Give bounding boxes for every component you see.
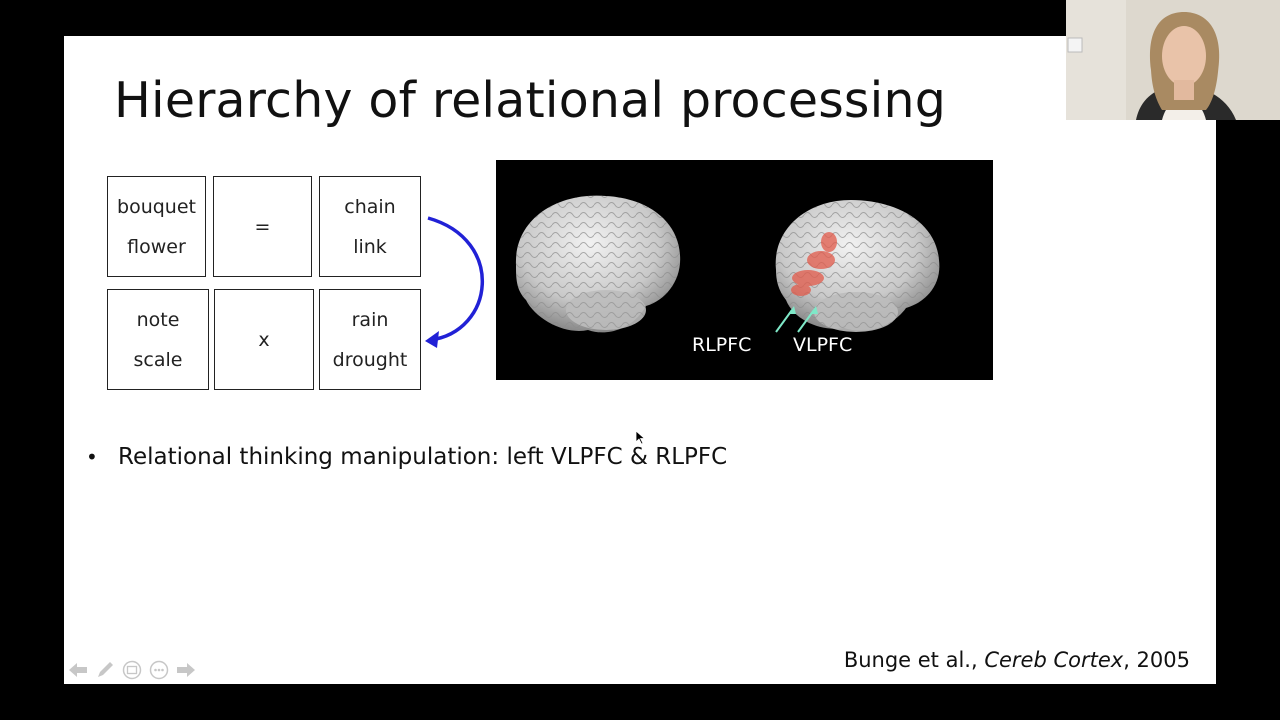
citation-authors: Bunge et al., — [843, 648, 985, 672]
word-box-bottom-middle: x — [214, 289, 314, 390]
bullet-text: Relational thinking manipulation: left V… — [118, 444, 728, 470]
brain-left-icon — [515, 195, 681, 333]
word-box-bottom-right: rain drought — [319, 289, 421, 390]
slide-nav-toolbar — [64, 656, 197, 684]
citation-journal: Cereb Cortex — [984, 648, 1124, 672]
pen-button[interactable] — [93, 659, 116, 682]
word-box-top-right: chain link — [319, 176, 421, 277]
more-icon — [149, 660, 168, 680]
activation-region — [791, 232, 837, 296]
word-text: bouquet — [117, 195, 196, 218]
next-slide-button[interactable] — [174, 659, 197, 682]
slide-title: Hierarchy of relational processing — [114, 72, 947, 129]
arrow-left-icon — [68, 663, 87, 677]
screen-button[interactable] — [120, 659, 143, 682]
word-text: rain — [351, 308, 389, 331]
word-box-top-left: bouquet flower — [107, 176, 206, 277]
citation-year: , 2005 — [1123, 648, 1190, 672]
word-text: drought — [332, 348, 408, 371]
pointer-arrows-icon — [775, 306, 818, 333]
screen-icon — [122, 660, 141, 680]
more-options-button[interactable] — [147, 659, 170, 682]
mouse-cursor-icon — [636, 431, 646, 445]
citation: Bunge et al., Cereb Cortex, 2005 — [844, 648, 1190, 672]
presenter-avatar — [1066, 0, 1280, 120]
brain-right-icon — [775, 200, 940, 332]
bullet-item: • Relational thinking manipulation: left… — [86, 444, 727, 470]
word-text: scale — [133, 348, 183, 371]
word-symbol: = — [254, 215, 271, 238]
webcam-video — [1066, 0, 1280, 120]
brain-image — [515, 195, 940, 333]
label-vlpfc: VLPFC — [793, 334, 853, 356]
word-text: chain — [344, 195, 396, 218]
pen-icon — [97, 662, 113, 677]
curved-arrow-icon — [425, 216, 484, 348]
word-text: flower — [127, 235, 186, 258]
presentation-slide: Hierarchy of relational processing bouqu… — [64, 36, 1216, 684]
word-text: link — [353, 235, 387, 258]
previous-slide-button[interactable] — [66, 659, 89, 682]
brain-figure: RLPFC VLPFC — [496, 160, 993, 380]
arrow-right-icon — [176, 663, 195, 677]
bullet-dot: • — [86, 445, 98, 469]
word-text: note — [136, 308, 180, 331]
word-symbol: x — [258, 328, 270, 351]
label-rlpfc: RLPFC — [692, 334, 752, 356]
word-box-top-middle: = — [213, 176, 312, 277]
word-box-bottom-left: note scale — [107, 289, 209, 390]
